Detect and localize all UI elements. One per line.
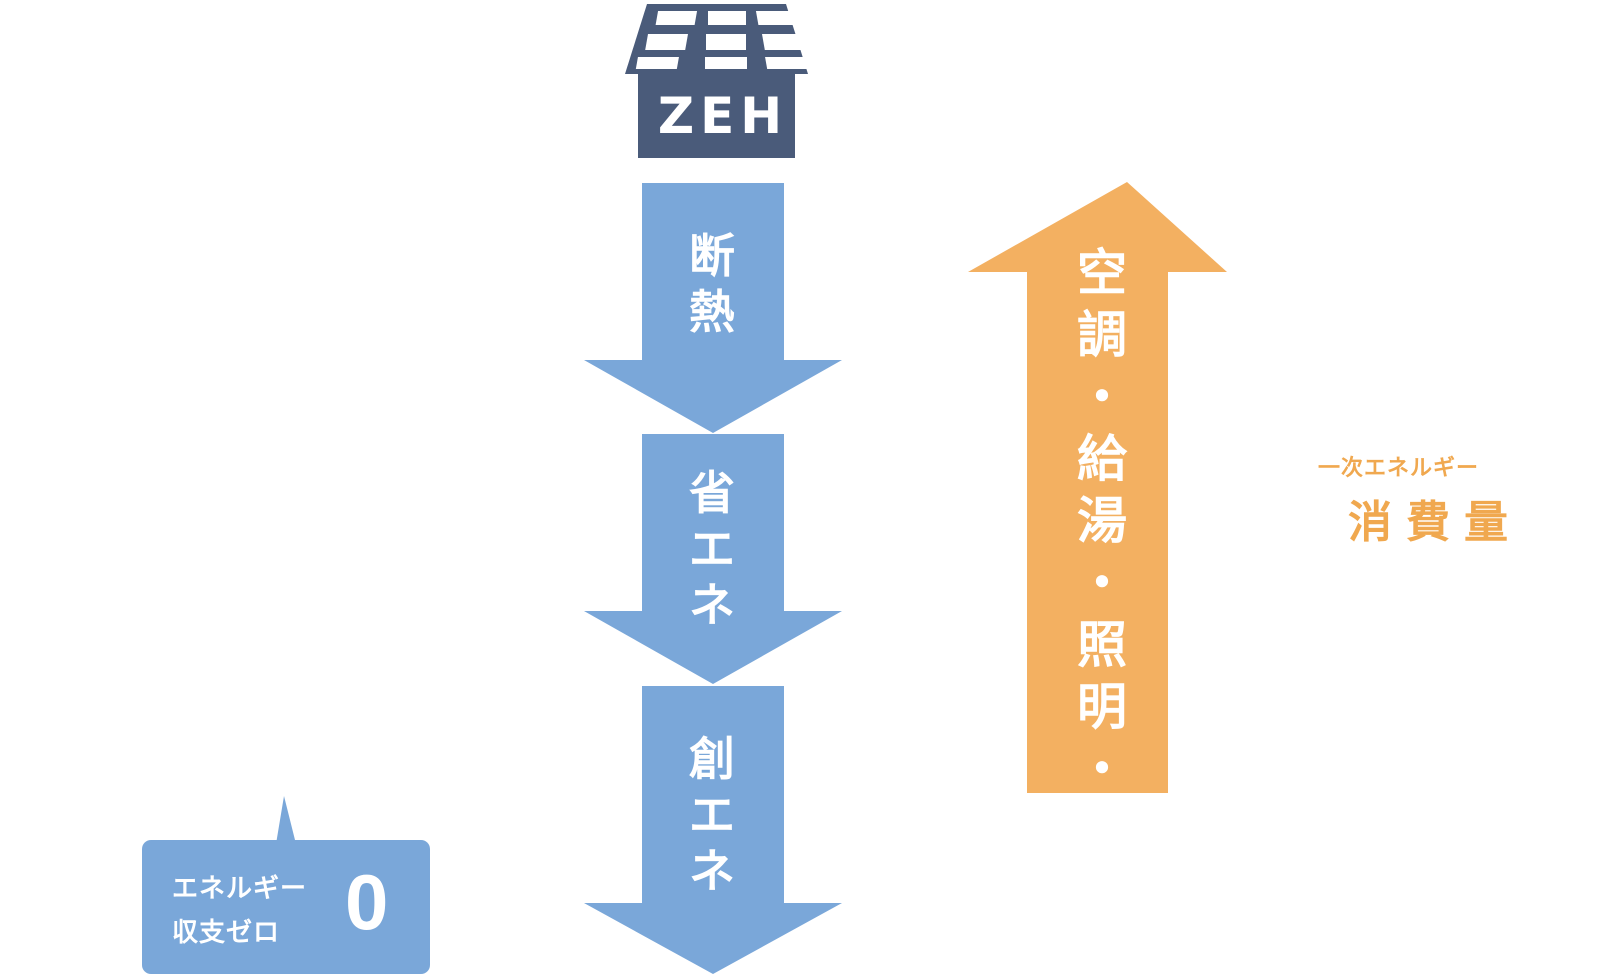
consumption-items-label: 空 調 ・ 給 湯 ・ 照 明 ・ 他 <box>1077 244 1127 860</box>
callout-pointer <box>276 796 296 844</box>
down-arrow-insulation <box>584 183 842 433</box>
balance-callout <box>142 796 430 974</box>
balance-box <box>142 840 430 974</box>
primary-energy-label: 一次エネルギー <box>1318 456 1480 481</box>
up-arrow-consumption <box>968 182 1227 793</box>
balance-line1: エネルギー <box>172 874 308 904</box>
house-body <box>638 74 795 158</box>
down-arrow-energy-creation <box>584 686 842 974</box>
balance-value: 0 <box>345 858 389 946</box>
solar-panel-icon <box>635 11 810 69</box>
house-icon <box>625 4 810 158</box>
down-arrow-energy-saving <box>584 434 842 684</box>
energy-saving-label: 省 エ ネ <box>689 466 735 632</box>
energy-creation-label: 創 エ ネ <box>689 732 735 898</box>
insulation-label: 断 熱 <box>689 229 735 339</box>
zeh-label: ZEH <box>657 87 789 145</box>
consumption-title: 消費量 <box>1348 497 1522 548</box>
balance-line2: 収支ゼロ <box>172 918 281 948</box>
